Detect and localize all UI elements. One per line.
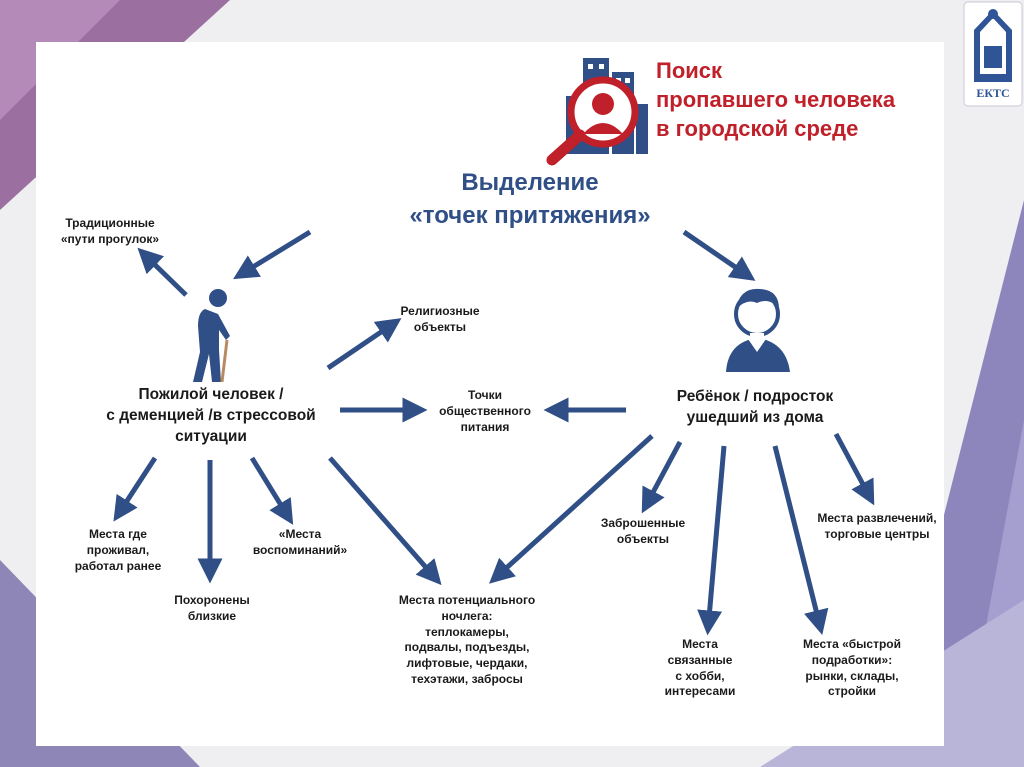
node-side-jobs: Места «быстрой подработки»: рынки, склад…	[803, 637, 901, 699]
logo-text: ЕКТС	[976, 86, 1009, 100]
node-child: Ребёнок / подросток ушедший из дома	[676, 388, 834, 426]
arrow-to-side-jobs	[772, 445, 829, 635]
arrow-to-walks	[137, 247, 188, 297]
arrow-elderly-to-overnight	[328, 456, 442, 586]
node-catering: Точки общественного питания	[439, 388, 531, 434]
node-religious: Религиозные объекты	[400, 304, 480, 334]
arrow-to-entertainment	[833, 432, 875, 506]
node-abandoned: Заброшенные объекты	[600, 516, 686, 546]
node-buried: Похоронены близкие	[174, 593, 250, 623]
arrow-to-child	[682, 229, 756, 281]
arrow-to-elderly	[233, 229, 312, 280]
ekts-logo-icon: ЕКТС	[963, 1, 1023, 107]
node-elderly: Пожилой человек / с деменцией /в стрессо…	[106, 386, 316, 445]
arrow-to-memories	[249, 456, 294, 525]
node-entertainment: Места развлечений, торговые центры	[817, 511, 937, 541]
node-overnight: Места потенциального ночлега: теплокамер…	[398, 593, 536, 687]
arrow-to-abandoned	[641, 440, 683, 514]
node-lived-worked: Места где проживал, работал ранее	[74, 527, 162, 573]
node-traditional-walks: Традиционные «пути прогулок»	[60, 216, 160, 246]
page-title: Поиск пропавшего человека в городской ср…	[656, 58, 896, 142]
arrow-to-lived	[113, 456, 158, 522]
diagram-heading: Выделение «точек притяжения»	[409, 169, 651, 230]
content-card	[36, 42, 944, 746]
arrow-to-religious	[326, 318, 402, 371]
node-memories: «Места воспоминаний»	[252, 527, 348, 557]
arrow-child-to-overnight	[489, 434, 654, 584]
node-hobby: Места связанные с хобби, интересами	[664, 637, 736, 699]
arrow-to-hobby	[697, 445, 727, 636]
